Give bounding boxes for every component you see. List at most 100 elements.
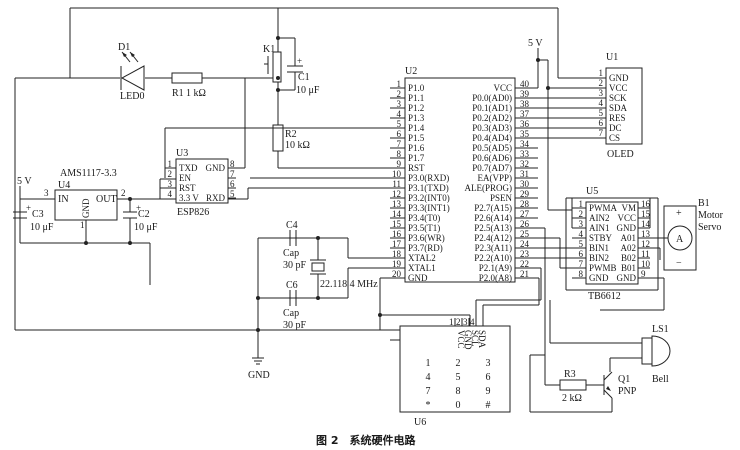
mcu-ref: U2 bbox=[405, 66, 417, 77]
mcu-pin-number: 12 bbox=[392, 189, 401, 199]
mcu-pin-number: 7 bbox=[397, 139, 402, 149]
mcu-pin-number: 31 bbox=[520, 169, 529, 179]
r3-ref: R3 bbox=[564, 369, 576, 380]
mcu-pin-name: P3.2(INT0) bbox=[408, 193, 450, 203]
mcu-pin-number: 19 bbox=[392, 259, 402, 269]
mcu-pin-number: 6 bbox=[397, 129, 402, 139]
esp-pin-name: TXD bbox=[179, 163, 198, 173]
mcu-pin-name: P1.5 bbox=[408, 133, 425, 143]
mcu-pin-number: 32 bbox=[520, 159, 529, 169]
resistor-r1: R1 1 kΩ bbox=[171, 72, 206, 99]
mcu-pin-name: P3.3(INT1) bbox=[408, 203, 450, 213]
c4-ref: C4 bbox=[286, 220, 298, 231]
keypad-pin-number: 4 bbox=[470, 317, 475, 327]
esp-pin-number: 7 bbox=[230, 169, 235, 179]
mcu-pin-number: 8 bbox=[397, 149, 402, 159]
esp-pin-number: 8 bbox=[230, 159, 235, 169]
mcu-pin-number: 23 bbox=[520, 249, 530, 259]
mcu-pin-number: 17 bbox=[392, 239, 402, 249]
mcu-pin-number: 9 bbox=[397, 159, 402, 169]
esp-pin-number: 4 bbox=[168, 189, 173, 199]
oled-pin-number: 4 bbox=[599, 98, 604, 108]
mcu-pin-number: 3 bbox=[397, 99, 402, 109]
mcu-pin-name: P2.7(A15) bbox=[474, 203, 512, 213]
tb-pin-number: 2 bbox=[579, 209, 584, 219]
c2-ref: C2 bbox=[138, 209, 150, 220]
mcu-pin-name: P1.6 bbox=[408, 143, 425, 153]
mcu-pin-name: P0.1(AD1) bbox=[472, 103, 512, 113]
mcu-pin-name: PSEN bbox=[490, 193, 513, 203]
mcu-pin-name: P3.0(RXD) bbox=[408, 173, 449, 183]
motor-plus: + bbox=[676, 208, 682, 219]
keypad-pin-number: 3 bbox=[463, 317, 468, 327]
mcu-pin-name: P2.4(A12) bbox=[474, 233, 512, 243]
c4-name: Cap bbox=[283, 248, 299, 259]
mcu-pin-name: P0.0(AD0) bbox=[472, 93, 512, 103]
keypad-key: 2 bbox=[456, 358, 461, 369]
mcu-pin-number: 36 bbox=[520, 119, 530, 129]
oled-pin-number: 2 bbox=[599, 78, 604, 88]
keypad-pin-name: SDA bbox=[477, 330, 487, 349]
mcu-pin-name: P1.7 bbox=[408, 153, 425, 163]
mcu-pin-name: XTAL2 bbox=[408, 253, 436, 263]
motor-name2: Servo bbox=[698, 222, 721, 233]
r3-value: 2 kΩ bbox=[562, 393, 582, 404]
mcu-pin-name: P2.1(A9) bbox=[479, 263, 512, 273]
tb-pin-number: 11 bbox=[641, 249, 650, 259]
oled-pin-name: GND bbox=[609, 73, 629, 83]
bell-name: Bell bbox=[652, 374, 669, 385]
mcu-pin-number: 21 bbox=[520, 269, 529, 279]
mcu-pin-name: VCC bbox=[493, 83, 512, 93]
mcu-pin-number: 29 bbox=[520, 189, 530, 199]
mcu-pin-number: 18 bbox=[392, 249, 402, 259]
mcu-pin-name: XTAL1 bbox=[408, 263, 436, 273]
c3-value: 10 μF bbox=[30, 222, 54, 233]
esp-pin-number: 6 bbox=[230, 179, 235, 189]
motor-ref: B1 bbox=[698, 198, 710, 209]
tb-pin-name: B01 bbox=[621, 263, 636, 273]
keypad-pin-name: VCC bbox=[456, 330, 466, 349]
gnd-label: GND bbox=[248, 370, 270, 381]
oled-pin-name: CS bbox=[609, 133, 620, 143]
tb-pin-number: 12 bbox=[641, 239, 650, 249]
led-d1: D1 LED0 bbox=[118, 42, 145, 102]
mcu-pin-number: 15 bbox=[392, 219, 402, 229]
q1-ref: Q1 bbox=[618, 374, 630, 385]
oscillator-circuit: GND C4 Cap 30 pF C6 Cap 30 pF 22.118 4 M… bbox=[248, 220, 390, 381]
c4-value: 30 pF bbox=[283, 260, 307, 271]
keypad-key: 1 bbox=[426, 358, 431, 369]
tb-ref: U5 bbox=[586, 186, 598, 197]
tb-pin-name: PWMB bbox=[589, 263, 617, 273]
keypad-ref: U6 bbox=[414, 417, 426, 428]
esp-pin-number: 1 bbox=[168, 159, 173, 169]
keypad-key: # bbox=[486, 400, 491, 411]
mcu-pin-number: 11 bbox=[392, 179, 401, 189]
keypad-key: 7 bbox=[426, 386, 431, 397]
mcu-pin-name: P3.4(T0) bbox=[408, 213, 440, 223]
capacitor-c3: + C3 10 μF bbox=[13, 203, 54, 233]
mcu-pin-number: 25 bbox=[520, 229, 530, 239]
mcu-pin-name: P2.2(A10) bbox=[474, 253, 512, 263]
tb-pin-number: 8 bbox=[579, 269, 584, 279]
supply-5v-top: 5 V bbox=[528, 38, 543, 49]
mcu-pin-name: P1.3 bbox=[408, 113, 425, 123]
mcu-pin-number: 39 bbox=[520, 89, 530, 99]
mcu-pin-name: P2.6(A14) bbox=[474, 213, 512, 223]
tb-pin-name: GND bbox=[617, 223, 637, 233]
mcu-pin-name: GND bbox=[408, 273, 428, 283]
mcu-pin-number: 28 bbox=[520, 199, 530, 209]
tb-pin-number: 10 bbox=[641, 259, 651, 269]
oled-pin-number: 6 bbox=[599, 118, 604, 128]
regulator-part: AMS1117-3.3 bbox=[60, 168, 117, 179]
mcu-pin-name: P0.4(AD4) bbox=[472, 133, 512, 143]
mcu-pin-number: 26 bbox=[520, 219, 530, 229]
keypad-key: 4 bbox=[426, 372, 431, 383]
c6-name: Cap bbox=[283, 308, 299, 319]
mcu-pin-number: 5 bbox=[397, 119, 402, 129]
servo-motor-b1: A + − B1 Motor Servo bbox=[650, 198, 724, 300]
svg-text:+: + bbox=[26, 203, 31, 213]
mcu-pin-number: 24 bbox=[520, 239, 530, 249]
tb-pin-number: 16 bbox=[641, 199, 651, 209]
